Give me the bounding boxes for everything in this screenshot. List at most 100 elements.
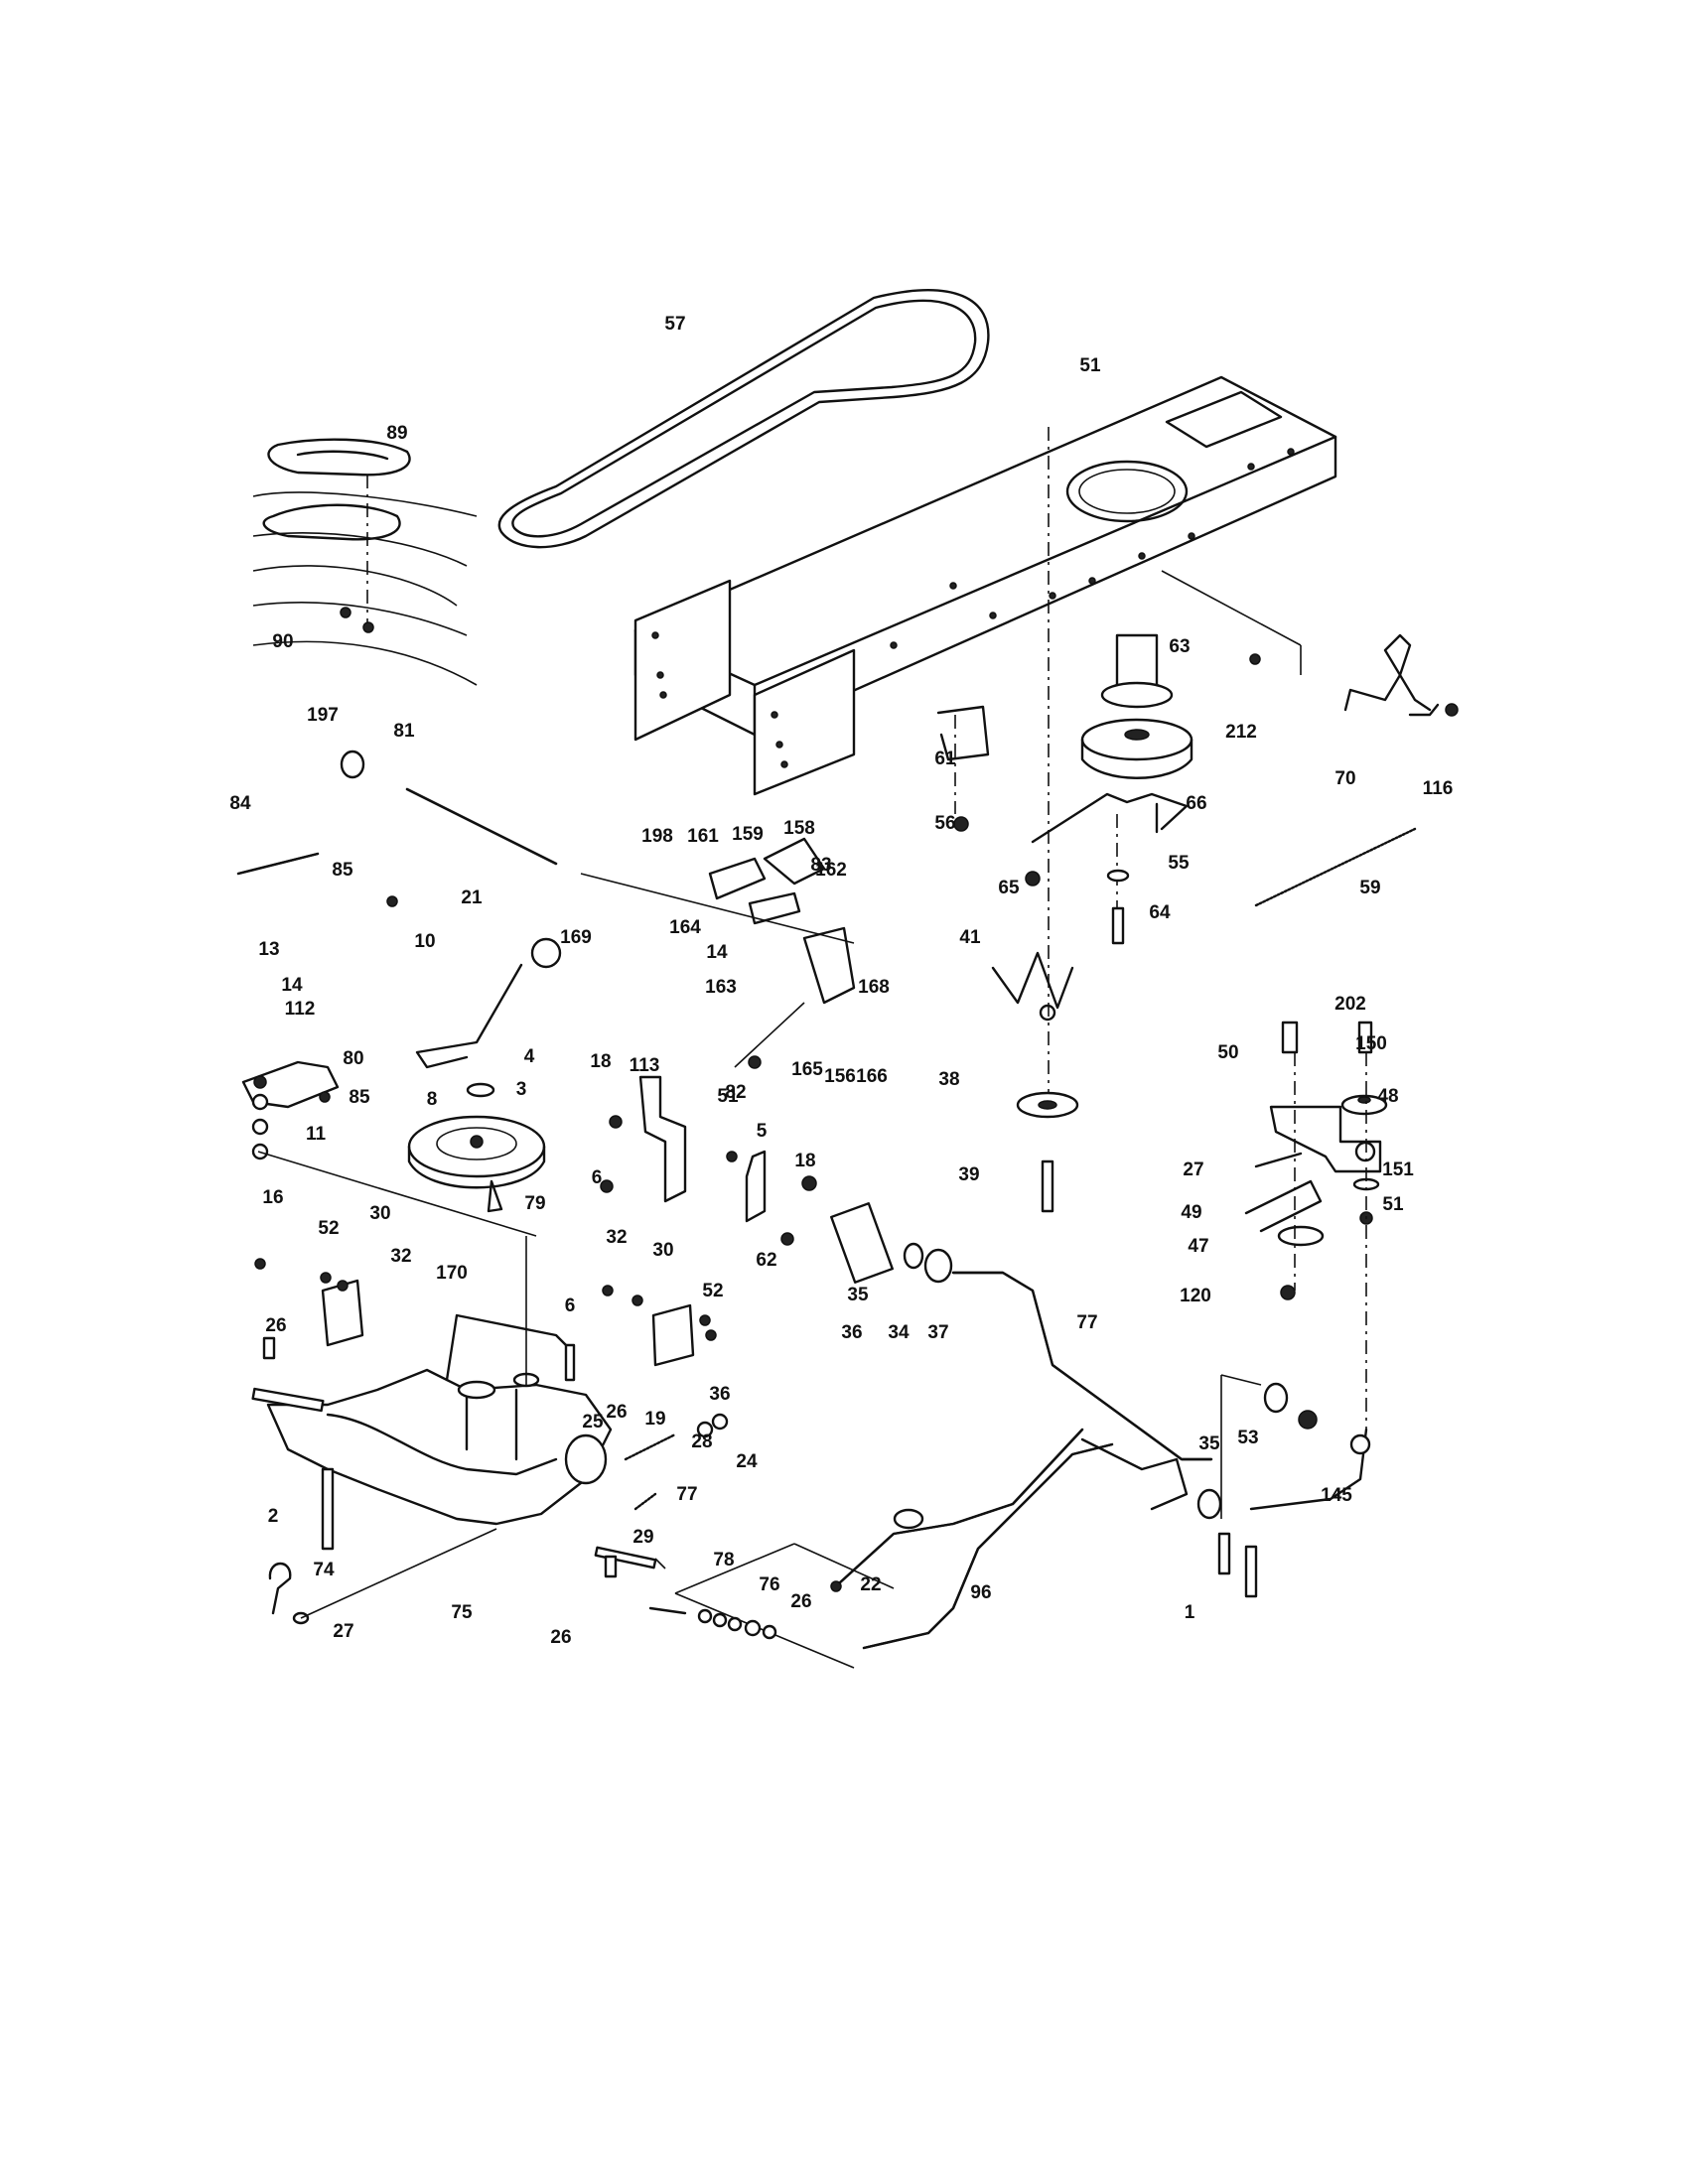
callout-85: 85 xyxy=(332,860,353,881)
callout-198: 198 xyxy=(641,826,673,847)
callout-35: 35 xyxy=(1198,1433,1220,1454)
callout-19: 19 xyxy=(644,1409,665,1430)
callout-70: 70 xyxy=(1334,768,1355,789)
callout-49: 49 xyxy=(1181,1202,1201,1223)
callout-41: 41 xyxy=(959,927,981,948)
callout-61: 61 xyxy=(934,749,956,769)
callout-164: 164 xyxy=(669,917,701,938)
callout-202: 202 xyxy=(1334,994,1366,1015)
callout-30: 30 xyxy=(369,1203,390,1224)
pedal-assembly xyxy=(252,438,478,686)
callout-96: 96 xyxy=(970,1582,991,1603)
callout-63: 63 xyxy=(1169,636,1190,657)
callout-212: 212 xyxy=(1225,722,1257,743)
callout-79: 79 xyxy=(524,1193,545,1214)
callout-27: 27 xyxy=(1183,1160,1203,1180)
callout-13: 13 xyxy=(258,939,279,960)
transmission-assembly xyxy=(236,750,856,1640)
callout-39: 39 xyxy=(958,1164,979,1185)
callout-51: 51 xyxy=(1382,1194,1404,1215)
callout-5: 5 xyxy=(757,1121,768,1142)
callout-112: 112 xyxy=(285,999,316,1020)
callout-22: 22 xyxy=(860,1574,881,1595)
callout-51: 51 xyxy=(717,1086,739,1107)
callout-29: 29 xyxy=(632,1527,653,1548)
callout-57: 57 xyxy=(664,314,685,335)
callout-3: 3 xyxy=(516,1079,527,1100)
callout-80: 80 xyxy=(343,1048,363,1069)
callout-27: 27 xyxy=(333,1621,353,1642)
callout-62: 62 xyxy=(756,1250,776,1271)
callout-37: 37 xyxy=(927,1322,948,1343)
callout-6: 6 xyxy=(565,1296,576,1316)
callout-120: 120 xyxy=(1180,1286,1211,1306)
callout-65: 65 xyxy=(998,878,1020,898)
callout-26: 26 xyxy=(265,1315,286,1336)
callout-26: 26 xyxy=(606,1402,627,1423)
callout-156: 156 xyxy=(824,1066,856,1087)
callout-159: 159 xyxy=(732,824,764,845)
callout-161: 161 xyxy=(687,826,719,847)
callout-77: 77 xyxy=(1076,1312,1097,1333)
shaft-assembly xyxy=(674,1202,1258,1669)
callout-21: 21 xyxy=(461,887,483,908)
callout-90: 90 xyxy=(272,631,293,652)
callout-145: 145 xyxy=(1321,1485,1352,1506)
callout-81: 81 xyxy=(393,721,415,742)
callout-35: 35 xyxy=(847,1285,869,1305)
callout-89: 89 xyxy=(386,423,407,444)
callout-48: 48 xyxy=(1377,1086,1398,1107)
callout-25: 25 xyxy=(582,1412,604,1433)
callout-168: 168 xyxy=(858,977,890,998)
callout-30: 30 xyxy=(652,1240,673,1261)
callout-8: 8 xyxy=(427,1089,438,1110)
callout-51: 51 xyxy=(1079,355,1101,376)
callout-116: 116 xyxy=(1423,778,1454,799)
callout-4: 4 xyxy=(524,1046,535,1067)
callout-158: 158 xyxy=(783,818,815,839)
callout-150: 150 xyxy=(1355,1033,1387,1054)
callout-55: 55 xyxy=(1168,853,1190,874)
callout-18: 18 xyxy=(590,1051,611,1072)
callout-28: 28 xyxy=(691,1432,712,1452)
callout-2: 2 xyxy=(268,1506,279,1527)
callout-24: 24 xyxy=(736,1451,758,1472)
callout-77: 77 xyxy=(676,1484,697,1505)
callout-10: 10 xyxy=(414,931,435,952)
callout-56: 56 xyxy=(934,813,955,834)
callout-34: 34 xyxy=(888,1322,910,1343)
drive-belt xyxy=(497,289,990,549)
callout-64: 64 xyxy=(1149,902,1171,923)
callout-50: 50 xyxy=(1217,1042,1238,1063)
callout-16: 16 xyxy=(262,1187,283,1208)
callout-59: 59 xyxy=(1359,878,1380,898)
callout-26: 26 xyxy=(550,1627,571,1648)
callout-197: 197 xyxy=(307,705,339,726)
callout-74: 74 xyxy=(313,1560,335,1580)
callout-14: 14 xyxy=(281,975,303,996)
callout-52: 52 xyxy=(702,1281,723,1301)
callout-66: 66 xyxy=(1186,793,1206,814)
callout-76: 76 xyxy=(759,1574,779,1595)
callout-169: 169 xyxy=(560,927,592,948)
callout-75: 75 xyxy=(451,1602,473,1623)
callout-82: 82 xyxy=(725,1082,746,1103)
callout-170: 170 xyxy=(436,1263,468,1284)
callout-165: 165 xyxy=(791,1059,823,1080)
callout-32: 32 xyxy=(390,1246,411,1267)
callout-1: 1 xyxy=(1185,1602,1195,1623)
callout-32: 32 xyxy=(606,1227,627,1248)
frame xyxy=(633,375,1337,796)
callout-36: 36 xyxy=(841,1322,862,1343)
callout-47: 47 xyxy=(1188,1236,1208,1257)
callout-85: 85 xyxy=(349,1087,370,1108)
callout-151: 151 xyxy=(1382,1160,1414,1180)
callout-36: 36 xyxy=(709,1384,730,1405)
callout-162: 162 xyxy=(815,860,847,881)
callout-83: 83 xyxy=(810,855,831,876)
callout-84: 84 xyxy=(229,793,251,814)
callout-38: 38 xyxy=(938,1069,959,1090)
callout-113: 113 xyxy=(630,1055,660,1076)
callout-163: 163 xyxy=(705,977,737,998)
